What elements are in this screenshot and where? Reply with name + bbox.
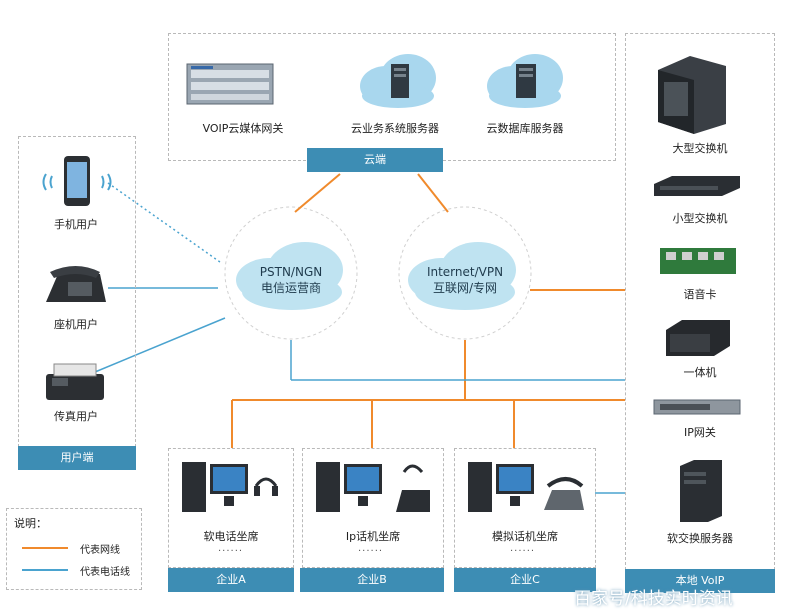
all-in-one-label: 一体机	[683, 366, 717, 379]
network-lines	[231, 173, 625, 448]
enterprise-b-bar: 企业B	[300, 568, 444, 592]
business-server-cloud-icon	[360, 54, 436, 108]
pstn-subtitle: 电信运营商	[260, 281, 321, 295]
ip-gateway-icon	[653, 399, 741, 415]
large-switch-label: 大型交换机	[672, 142, 728, 155]
pstn-title: PSTN/NGN	[259, 265, 323, 279]
cloud-side-bar: 云端	[307, 148, 443, 172]
voip-gateway-icon	[186, 63, 274, 105]
phone-lines	[94, 287, 625, 494]
right-side-bar: 本地 VoIP	[625, 569, 775, 593]
large-switch-icon	[658, 56, 726, 134]
enterprise-c-bar: 企业C	[454, 568, 596, 592]
enterprise-c-seat-label: 模拟话机坐席	[492, 530, 558, 543]
database-server-label: 云数据库服务器	[486, 122, 564, 135]
business-server-label: 云业务系统服务器	[351, 122, 439, 135]
mobile-phone-icon	[42, 156, 112, 206]
ip-phone-seat-icon	[316, 462, 430, 512]
voice-card-label: 语音卡	[683, 288, 717, 301]
fax-user-label: 传真用户	[54, 410, 98, 423]
mobile-user-label: 手机用户	[54, 218, 98, 231]
enterprise-a-seat-label: 软电话坐席	[203, 530, 259, 543]
legend-title: 说明：	[14, 517, 47, 530]
pstn-cloud	[224, 206, 358, 340]
softswitch-server-label: 软交换服务器	[667, 532, 733, 545]
enterprise-a-dots: ......	[218, 543, 244, 554]
fax-machine-icon	[46, 363, 104, 400]
enterprise-a-box	[168, 448, 294, 568]
internet-cloud	[398, 206, 532, 340]
enterprise-a-bar: 企业A	[168, 568, 294, 592]
legend-phone-label: 代表电话线	[80, 567, 130, 578]
soft-phone-seat-icon	[182, 462, 278, 512]
user-side-bar: 用户端	[18, 446, 136, 470]
enterprise-b-box	[302, 448, 444, 568]
all-in-one-icon	[666, 320, 730, 356]
ip-gateway-label: IP网关	[684, 426, 716, 439]
database-server-cloud-icon	[487, 54, 563, 108]
voip-gateway-label: VOIP云媒体网关	[202, 122, 284, 135]
internet-subtitle: 互联网/专网	[432, 281, 498, 295]
watermark-text: 百家号/科技实时资讯	[574, 589, 733, 609]
softswitch-server-icon	[680, 460, 722, 522]
small-switch-label: 小型交换机	[672, 212, 728, 225]
legend-network-label: 代表网线	[80, 545, 120, 556]
internet-title: Internet/VPN	[426, 265, 504, 279]
small-switch-icon	[654, 176, 740, 196]
enterprise-c-dots: ......	[510, 543, 536, 554]
enterprise-b-dots: ......	[358, 543, 384, 554]
desk-phone-icon	[46, 266, 106, 302]
analog-phone-seat-icon	[468, 462, 584, 512]
voice-card-icon	[660, 248, 736, 274]
landline-user-label: 座机用户	[54, 318, 98, 331]
enterprise-c-box	[454, 448, 596, 568]
legend-box	[6, 508, 142, 590]
enterprise-b-seat-label: Ip话机坐席	[345, 530, 401, 543]
